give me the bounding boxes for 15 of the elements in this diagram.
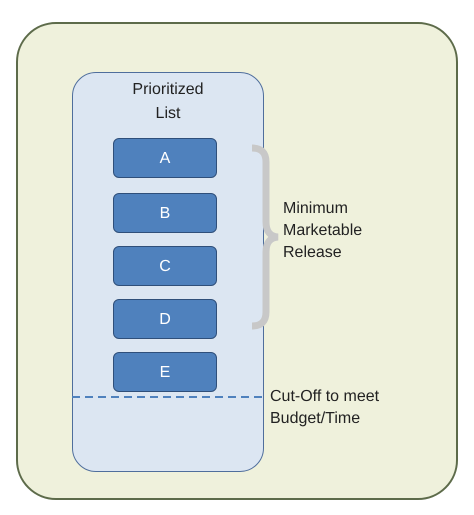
list-item-box [113,246,217,286]
panel-title: Prioritized List [131,80,205,124]
outer-panel [16,22,458,500]
list-panel [72,72,264,472]
item-label: C [158,257,172,277]
item-label: D [158,310,172,330]
item-label: B [158,204,172,224]
list-item-box [113,138,217,178]
cut-off-label: Cut-Off to meet Budget/Time [270,387,380,429]
list-item-box [113,193,217,233]
item-label: E [158,363,172,383]
item-label: A [158,149,172,169]
list-item-box [113,352,217,392]
range-label: Minimum Marketable Release [283,199,364,263]
list-item-box [113,299,217,339]
